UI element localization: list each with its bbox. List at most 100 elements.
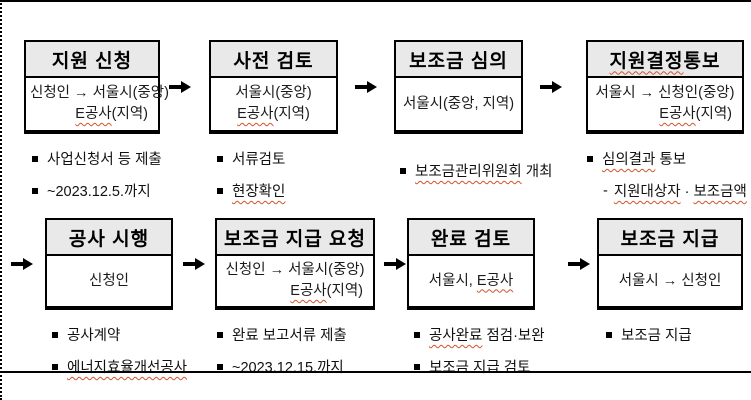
arrow-right-icon (568, 258, 591, 270)
step-header: 사전 검토 (211, 42, 336, 78)
square-bullet-icon (400, 167, 406, 174)
body-line: 서울시(중앙) (235, 85, 312, 101)
notes-completion-review: 공사완료 점검·보완 보조금 지급 검토 (414, 324, 545, 388)
step-title: 보조금 심의 (409, 50, 508, 72)
step-title: 완료 검토 (430, 228, 512, 250)
note-text: 완료 보고서류 제출 (232, 328, 347, 344)
arrow-head (552, 81, 562, 93)
spellcheck-text: 지원결정 (609, 50, 684, 72)
note-item: 서류검토 (217, 148, 285, 169)
body-line: 서울시 → 신청인(중앙) (595, 85, 735, 101)
square-bullet-icon (217, 187, 223, 194)
step-title: 공사 시행 (68, 228, 150, 250)
note-text: 심의결과 통보 (602, 148, 686, 169)
square-bullet-icon (217, 363, 223, 370)
notes-pre-review: 서류검토 현장확인 (217, 148, 285, 212)
arrow-stem (169, 85, 182, 89)
step-box-subsidy-deliberation: 보조금 심의 서울시(중앙, 지역) (394, 40, 523, 134)
note-text: ~2023.12.15.까지 (232, 360, 344, 376)
body-line: E공사(지역) (221, 281, 369, 302)
notes-payment-request: 완료 보고서류 제출 ~2023.12.15.까지 (217, 324, 347, 388)
step-body: 서울시 → 신청인(중앙) E공사(지역) (588, 78, 742, 130)
arrow-right-icon (384, 258, 407, 270)
bottom-border-line (2, 371, 751, 373)
arrow-head (396, 258, 406, 270)
body-line: 신청인 (88, 272, 130, 289)
step-body: 서울시, E공사 (409, 256, 533, 306)
note-item: 보조금관리위원회 개최 (400, 160, 552, 181)
step-body: 신청인 → 서울시(중앙) E공사(지역) (217, 256, 373, 306)
note-text: · (680, 184, 694, 200)
step-box-application: 지원 신청 신청인 → 서울시(중앙) E공사(지역) (24, 40, 169, 134)
note-item: 보조금 지급 검토 (414, 356, 545, 377)
step-header: 완료 검토 (409, 220, 533, 256)
note-item: ~2023.12.5.까지 (32, 180, 162, 201)
square-bullet-icon (606, 331, 612, 338)
spellcheck-text: E공사 (237, 106, 274, 122)
step-box-pre-review: 사전 검토 서울시(중앙) E공사(지역) (209, 40, 338, 134)
notes-subsidy-payment: 보조금 지급 (606, 324, 692, 356)
step-box-decision-notice: 지원결정 통보 서울시 → 신청인(중앙) E공사(지역) (586, 40, 744, 134)
step-body: 신청인 → 서울시(중앙) E공사(지역) (26, 78, 169, 130)
arrow-right-icon (183, 258, 206, 270)
body-line: 서울시, E공사 (413, 271, 529, 292)
step-box-construction: 공사 시행 신청인 (45, 218, 173, 310)
body-line: 서울시(중앙, 지역) (402, 95, 515, 112)
square-bullet-icon (32, 187, 38, 194)
arrow-right-icon (355, 81, 378, 93)
step-title: 보조금 지급 (620, 228, 720, 250)
step-body: 서울시(중앙, 지역) (396, 78, 521, 130)
body-line: 신청인 → 서울시(중앙) (225, 262, 365, 278)
square-bullet-icon (414, 331, 420, 338)
square-bullet-icon (32, 155, 38, 162)
note-text: 지원대상자 · 보조금액 (614, 180, 747, 201)
body-line: E공사(지역) (215, 104, 332, 125)
arrow-head (181, 81, 191, 93)
body-text: (지역) (273, 106, 310, 122)
spellcheck-text: 현장확인 (232, 184, 286, 200)
spellcheck-text: E공사 (290, 283, 327, 299)
step-header: 보조금 심의 (396, 42, 521, 78)
note-item: 사업신청서 등 제출 (32, 148, 162, 169)
arrow-stem (540, 85, 553, 89)
step-box-payment-request: 보조금 지급 요청 신청인 → 서울시(중앙) E공사(지역) (215, 218, 375, 310)
step-header: 보조금 지급 요청 (217, 220, 373, 256)
step-title: 지원 신청 (51, 50, 133, 72)
square-bullet-icon (414, 363, 420, 370)
step-header: 공사 시행 (47, 220, 171, 256)
spellcheck-text: E공사 (659, 106, 696, 122)
step-title: 사전 검토 (233, 50, 314, 72)
note-item: 공사계약 (52, 324, 187, 345)
spellcheck-text: 심의결과 (602, 152, 656, 168)
note-item: 에너지효율개선공사 (52, 356, 187, 377)
arrow-right-icon (11, 258, 34, 270)
spellcheck-text: 보조금관리위원회 (415, 164, 522, 180)
arrow-head (580, 258, 590, 270)
note-text: 보조금 지급 검토 (429, 360, 531, 376)
step-body: 신청인 (47, 256, 171, 306)
note-text: 공사완료 점검·보완 (429, 324, 545, 345)
step-box-subsidy-payment: 보조금 지급 서울시 → 신청인 (597, 218, 743, 310)
note-item: 공사완료 점검·보완 (414, 324, 545, 345)
body-text: (지역) (326, 283, 363, 299)
spellcheck-text: 공사완료 (429, 328, 483, 344)
arrow-stem (355, 85, 368, 89)
step-header: 보조금 지급 (599, 220, 741, 256)
step-body: 서울시 → 신청인 (599, 256, 741, 306)
note-text: 보조금 지급 (621, 328, 692, 344)
note-text: 서류검토 (232, 152, 286, 168)
square-bullet-icon (587, 155, 593, 162)
note-item: 심의결과 통보 (587, 148, 747, 169)
note-item: 완료 보고서류 제출 (217, 324, 347, 345)
note-item: ~2023.12.15.까지 (217, 356, 347, 377)
square-bullet-icon (217, 155, 223, 162)
arrow-stem (568, 262, 581, 266)
note-text: 공사계약 (67, 328, 121, 344)
body-line: 신청인 → 서울시(중앙) (30, 85, 169, 101)
spellcheck-text: 지원대상자 (613, 184, 681, 200)
notes-decision-notice: 심의결과 통보 -지원대상자 · 보조금액 (587, 148, 747, 212)
notes-application: 사업신청서 등 제출 ~2023.12.5.까지 (32, 148, 162, 212)
body-text: (지역) (695, 106, 732, 122)
arrow-head (195, 258, 205, 270)
